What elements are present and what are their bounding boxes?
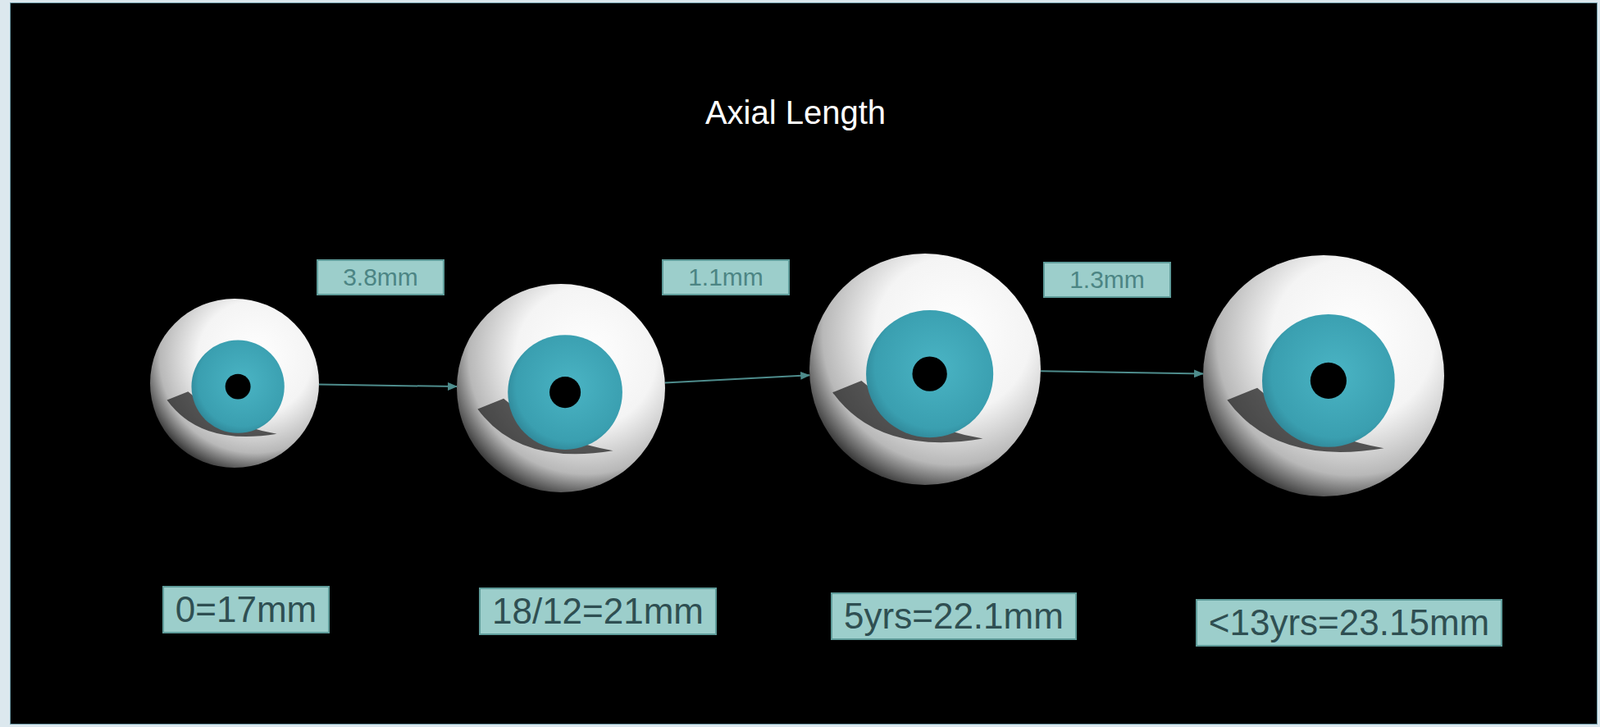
growth-arrow — [665, 374, 810, 383]
age-length-label: 18/12=21mm — [478, 587, 717, 636]
eyeball-illustration — [150, 298, 320, 468]
age-length-label: <13yrs=23.15mm — [1195, 598, 1503, 648]
growth-increment-label: 1.3mm — [1043, 261, 1172, 299]
growth-increment-label: 1.1mm — [661, 259, 790, 297]
age-length-label: 5yrs=22.1mm — [830, 592, 1077, 641]
eyeball — [809, 253, 1041, 485]
growth-increment-label: 3.8mm — [316, 259, 445, 297]
age-length-label: 0=17mm — [162, 585, 330, 634]
eyeball-illustration — [456, 283, 666, 493]
diagram-title: Axial Length — [705, 94, 886, 132]
eyeball-illustration — [1203, 255, 1445, 497]
growth-arrow — [319, 384, 457, 388]
eyeball — [456, 283, 666, 493]
eyeball — [150, 298, 320, 468]
eyeball — [1203, 255, 1445, 497]
eyeball-illustration — [809, 253, 1041, 485]
growth-arrow — [1040, 370, 1204, 374]
